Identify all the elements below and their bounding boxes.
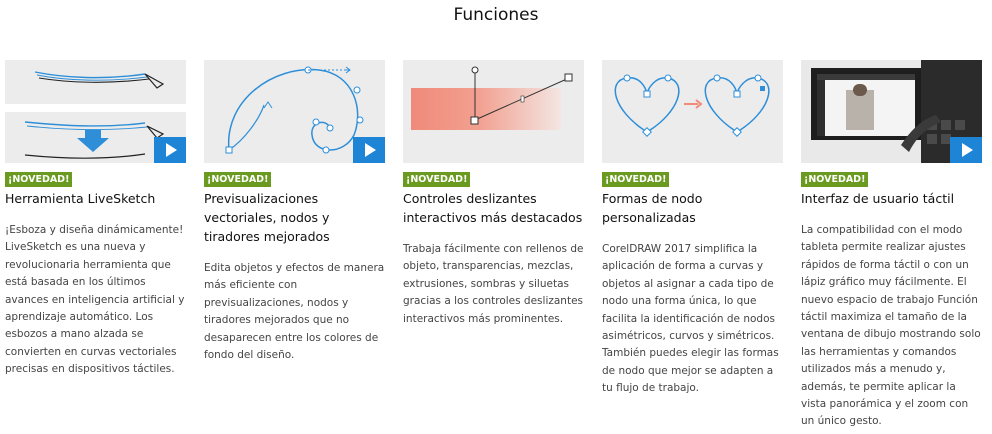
feature-title: Controles deslizantes interactivos más d…	[403, 191, 583, 225]
play-button[interactable]	[353, 137, 385, 163]
feature-description: La compatibilidad con el modo tableta pe…	[801, 224, 981, 428]
page-title: Funciones	[453, 5, 539, 25]
video-thumbnail-vector-previews[interactable]	[204, 60, 385, 163]
thumbnail-sliders	[403, 60, 584, 163]
heart-nodes-illustration	[602, 60, 783, 163]
new-badge: ¡NOVEDAD!	[403, 172, 471, 187]
play-icon	[962, 143, 973, 157]
video-thumbnail-livesketch[interactable]	[5, 60, 186, 163]
play-button[interactable]	[950, 137, 982, 163]
new-badge: ¡NOVEDAD!	[204, 172, 272, 187]
play-icon	[365, 143, 376, 157]
gradient-slider-illustration	[403, 60, 584, 163]
play-button[interactable]	[154, 137, 186, 163]
feature-description: CorelDRAW 2017 simplifica la aplicación …	[602, 243, 779, 395]
feature-title: Herramienta LiveSketch	[5, 191, 156, 206]
feature-card-livesketch: ¡NOVEDAD! Herramienta LiveSketch ¡Esboza…	[5, 60, 186, 379]
feature-description: Trabaja fácilmente con rellenos de objet…	[403, 243, 584, 325]
play-icon	[166, 143, 177, 157]
feature-title: Formas de nodo personalizadas	[602, 191, 703, 225]
feature-card-vector-previews: ¡NOVEDAD! Previsualizaciones vectoriales…	[204, 60, 385, 364]
new-badge: ¡NOVEDAD!	[602, 172, 670, 187]
pen-stroke-illustration	[5, 60, 186, 163]
feature-card-sliders: ¡NOVEDAD! Controles deslizantes interact…	[403, 60, 584, 328]
feature-title: Previsualizaciones vectoriales, nodos y …	[204, 191, 330, 244]
feature-description: ¡Esboza y diseña dinámicamente! LiveSket…	[5, 224, 185, 376]
thumbnail-node-shapes	[602, 60, 783, 163]
new-badge: ¡NOVEDAD!	[5, 172, 73, 187]
new-badge: ¡NOVEDAD!	[801, 172, 869, 187]
feature-title: Interfaz de usuario táctil	[801, 191, 955, 206]
feature-description: Edita objetos y efectos de manera más ef…	[204, 262, 385, 362]
feature-card-touch-ui: ¡NOVEDAD! Interfaz de usuario táctil La …	[801, 60, 982, 431]
feature-card-node-shapes: ¡NOVEDAD! Formas de nodo personalizadas …	[602, 60, 783, 398]
video-thumbnail-touch-ui[interactable]	[801, 60, 982, 163]
